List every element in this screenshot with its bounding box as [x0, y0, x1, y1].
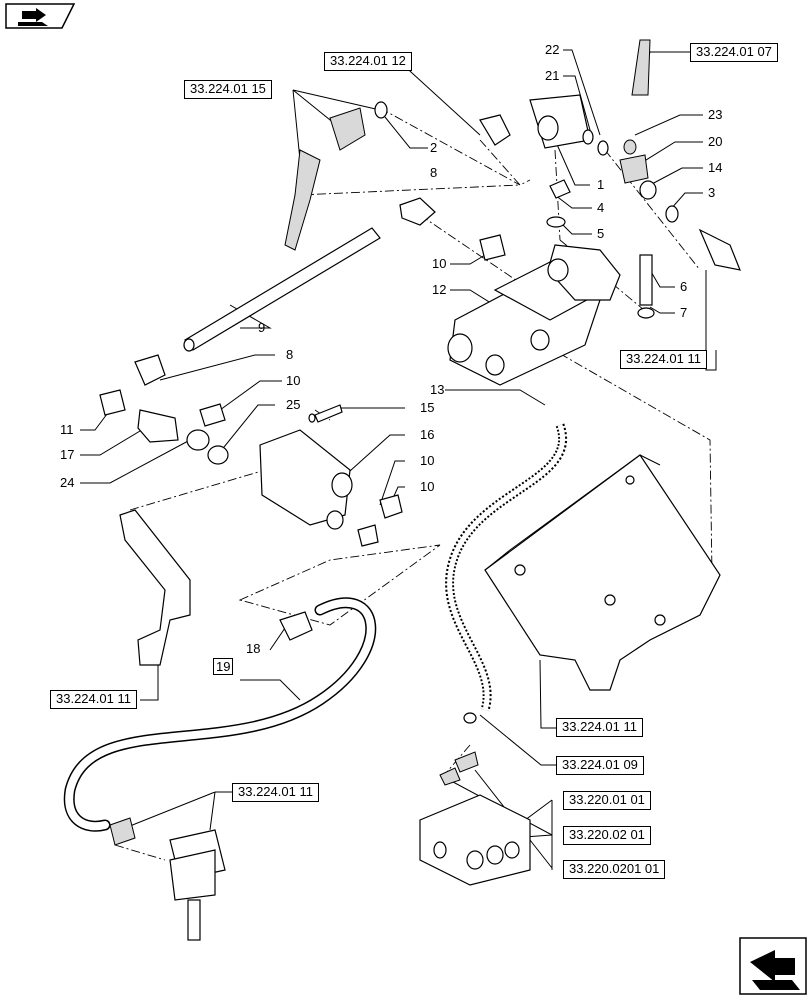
bracket-left — [119, 509, 191, 666]
sensor-15 — [284, 101, 388, 251]
ref-33-220-02-01[interactable]: 33.220.02 01 — [563, 826, 651, 845]
ref-33-224-01-09[interactable]: 33.224.01 09 — [556, 756, 644, 775]
elbow-fittings — [134, 197, 436, 641]
tube-9 — [183, 227, 381, 352]
item-7: 7 — [680, 305, 688, 320]
ref-33-224-01-12[interactable]: 33.224.01 12 — [324, 52, 412, 71]
item-1: 1 — [597, 177, 605, 192]
item-19: 19 — [213, 658, 234, 675]
item-17: 17 — [60, 447, 75, 462]
fittings-top-right — [479, 94, 741, 319]
item-4: 4 — [597, 200, 605, 215]
ref-33-224-01-11-right[interactable]: 33.224.01 11 — [620, 350, 707, 369]
ref-33-224-01-11-bottom[interactable]: 33.224.01 11 — [232, 783, 319, 802]
next-page-arrow-icon[interactable] — [739, 937, 807, 995]
item-21: 21 — [545, 68, 560, 83]
ref-33-224-01-11-left[interactable]: 33.224.01 11 — [50, 690, 137, 709]
ref-33-220-01-01[interactable]: 33.220.01 01 — [563, 791, 651, 810]
item-8-top: 8 — [430, 165, 438, 180]
item-11: 11 — [60, 422, 74, 437]
item-12: 12 — [432, 282, 447, 297]
item-23: 23 — [708, 107, 723, 122]
left-components — [99, 389, 343, 465]
pilot-valve-16 — [259, 429, 403, 547]
item-10-top: 10 — [432, 256, 447, 271]
item-16: 16 — [420, 427, 435, 442]
ref-33-224-01-11-mid[interactable]: 33.224.01 11 — [556, 718, 643, 737]
valve-12 — [447, 244, 621, 386]
item-18: 18 — [246, 641, 261, 656]
item-15: 15 — [420, 400, 435, 415]
distributor-block — [419, 712, 531, 886]
item-20: 20 — [708, 134, 723, 149]
item-3: 3 — [708, 185, 716, 200]
folder-arrow-icon[interactable] — [5, 3, 76, 29]
item-10-lower-a: 10 — [420, 453, 435, 468]
item-13: 13 — [430, 382, 445, 397]
solenoid-valve — [109, 817, 226, 941]
item-6: 6 — [680, 279, 688, 294]
leader-lines — [80, 49, 717, 870]
item-8-mid: 8 — [286, 347, 294, 362]
hoses — [63, 39, 651, 832]
item-2: 2 — [430, 140, 438, 155]
ref-33-224-01-15[interactable]: 33.224.01 15 — [184, 80, 272, 99]
item-5: 5 — [597, 226, 605, 241]
item-14: 14 — [708, 160, 723, 175]
item-10-mid: 10 — [286, 373, 301, 388]
item-24: 24 — [60, 475, 75, 490]
item-10-lower-b: 10 — [420, 479, 435, 494]
frame-bracket — [484, 454, 721, 691]
item-9: 9 — [258, 320, 266, 335]
ref-33-220-0201-01[interactable]: 33.220.0201 01 — [563, 860, 666, 879]
ref-33-224-01-07[interactable]: 33.224.01 07 — [690, 43, 778, 62]
item-22: 22 — [545, 42, 560, 57]
item-25: 25 — [286, 397, 301, 412]
